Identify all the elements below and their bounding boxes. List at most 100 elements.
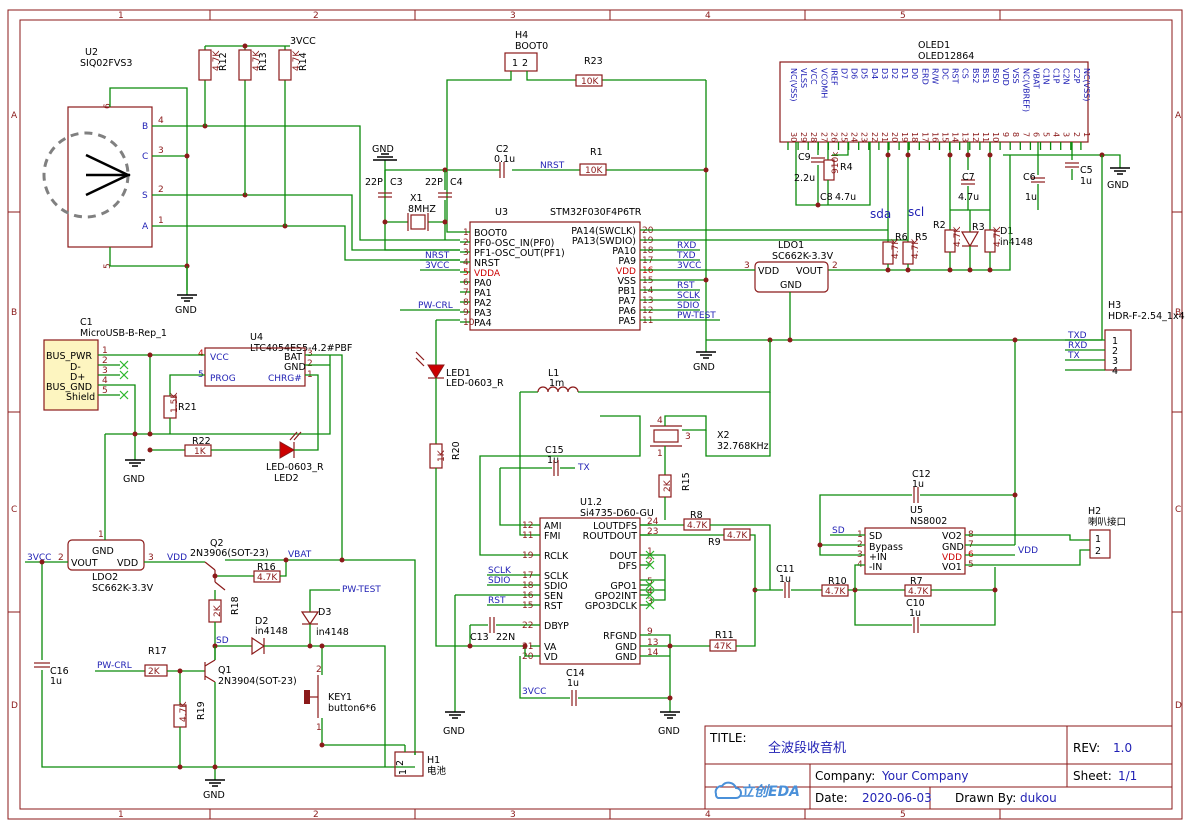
pin-num: 3 [102, 366, 108, 376]
company-value: Your Company [881, 769, 969, 783]
gnd-label: GND [693, 362, 715, 373]
net-sdio: SDIO [677, 301, 699, 311]
oled-pin-label: BS1 [981, 68, 990, 84]
gnd-label: GND [175, 305, 197, 316]
net-txd: TXD [1067, 331, 1087, 341]
r16-value: 4.7K [257, 573, 278, 583]
u4-pin: BAT [284, 352, 302, 363]
c14-value: 1u [567, 678, 579, 689]
pin-num: 21 [880, 132, 889, 142]
row-label: D [11, 701, 18, 711]
pin-num: 12 [642, 306, 653, 316]
pin-num: 2 [102, 356, 108, 366]
pin-num: 4 [657, 416, 663, 426]
u1-ref: U1.2 [580, 497, 602, 508]
u3-pin-label: NRST [474, 258, 500, 269]
d1-ref: D1 [1000, 226, 1013, 237]
pin-num: 13 [647, 638, 658, 648]
pin-num: 18 [522, 581, 534, 591]
ldo2-ref: LDO2 [92, 572, 118, 583]
pin-num: 20 [890, 132, 899, 142]
pin-num: 3 [1062, 132, 1071, 137]
r14-ref: R14 [298, 52, 309, 71]
r23-ref: R23 [584, 56, 603, 67]
title-block: TITLE: 全波段收音机 REV: 1.0 Company: Your Com… [704, 725, 1173, 810]
r21-value: 1.5K [170, 392, 180, 413]
net-sclk: SCLK [488, 566, 512, 576]
c4-value: 22P [425, 177, 443, 188]
c6-value: 1u [1025, 192, 1037, 203]
pin-num: 1 [102, 346, 108, 356]
u1-pin-label: RST [544, 601, 563, 612]
pin-num: 21 [522, 642, 533, 652]
net-tx: TX [577, 463, 590, 473]
oled-pin-label: VCOMH [819, 68, 828, 98]
pin-num: 7 [1021, 132, 1030, 137]
r23-value: 10K [581, 77, 599, 87]
resistor-r21: 1.5K R21 [163, 392, 197, 434]
u3-pin-label: PA5 [618, 316, 636, 327]
u1-pin-label: DBYP [544, 621, 569, 632]
drawn-label: Drawn By: [955, 791, 1016, 805]
net-rxd: RXD [677, 241, 696, 251]
pin-num: 1 [98, 530, 104, 540]
r5-ref: R5 [915, 232, 928, 243]
oled-pin-label: IREF [829, 68, 838, 86]
u2-value: SIQ02FVS3 [80, 58, 132, 69]
pin-num: 1 [1095, 534, 1101, 545]
r17-ref: R17 [148, 646, 167, 657]
u1-pin-label: RCLK [544, 551, 569, 562]
h2-ref: H2 [1088, 506, 1101, 517]
pin-num: 3 [158, 146, 164, 156]
r11-ref: R11 [715, 630, 734, 641]
row-label: A [11, 111, 18, 121]
c13-ref: C13 [470, 632, 489, 643]
pin-num: 8 [463, 298, 469, 308]
pin-num: 12 [522, 521, 533, 531]
gnd-label: GND [658, 726, 680, 737]
gnd-symbol: GND [175, 266, 197, 316]
pin-num: 27 [819, 132, 828, 142]
u1-pin-label: VA [544, 642, 557, 653]
c2-value: 0.1u [494, 154, 515, 165]
col-label: 5 [900, 11, 906, 21]
u1-pin-label: GPO3DCLK [585, 601, 638, 612]
q2-value: 2N3906(SOT-23) [190, 548, 269, 559]
c13-value: 22N [496, 632, 515, 643]
crystal-x2: X2 32.768KHz 4 3 1 2K R15 [479, 392, 771, 556]
oled-display: OLED1 OLED12864 NC(VSS)30VLSS29VCC28VCOM… [779, 40, 1091, 150]
c8-value: 4.7u [835, 192, 856, 203]
r21-ref: R21 [178, 402, 197, 413]
u5-pin: Bypass [869, 542, 903, 553]
u1-pin-label: RFGND [603, 631, 637, 642]
inductor-l1: L1 1m [519, 340, 771, 536]
c16-ref: C16 [50, 666, 69, 677]
pin-num: 1 [647, 547, 653, 557]
c11-ref: C11 [776, 564, 795, 575]
net-pwtest: PW-TEST [342, 585, 381, 595]
u3-pin-label: PA2 [474, 298, 492, 309]
ldo1-value: SC662K-3.3V [772, 251, 834, 262]
oled-pin-label: D0 [910, 68, 919, 79]
pin-num: 12 [971, 132, 980, 142]
pin-num: 15 [522, 601, 533, 611]
net-pwtest: PW-TEST [677, 311, 716, 321]
oled-pin-label: ERD [920, 68, 929, 85]
pin-num: 2 [158, 185, 164, 195]
c1-ref: C1 [80, 317, 93, 328]
u3-pin-label: VDDA [474, 269, 501, 279]
u5-pin: VDD [942, 553, 962, 563]
r1-ref: R1 [590, 147, 603, 158]
u3-nets: NRST 3VCC PW-CRL RXD TXD 3VCC RST SCLK S… [400, 229, 908, 373]
date-value: 2020-06-03 [862, 791, 932, 805]
l1-value: 1m [549, 378, 564, 389]
pin-num: 8 [1011, 132, 1020, 137]
pin-num: 20 [522, 652, 534, 662]
r3-value: 4.7K [993, 226, 1003, 247]
r15-ref: R15 [681, 472, 692, 491]
pin-num: 5 [463, 268, 469, 278]
pin-num: 16 [930, 132, 939, 142]
led1-value: LED-0603_R [446, 378, 504, 389]
logo-text: 立创EDA [740, 783, 800, 800]
